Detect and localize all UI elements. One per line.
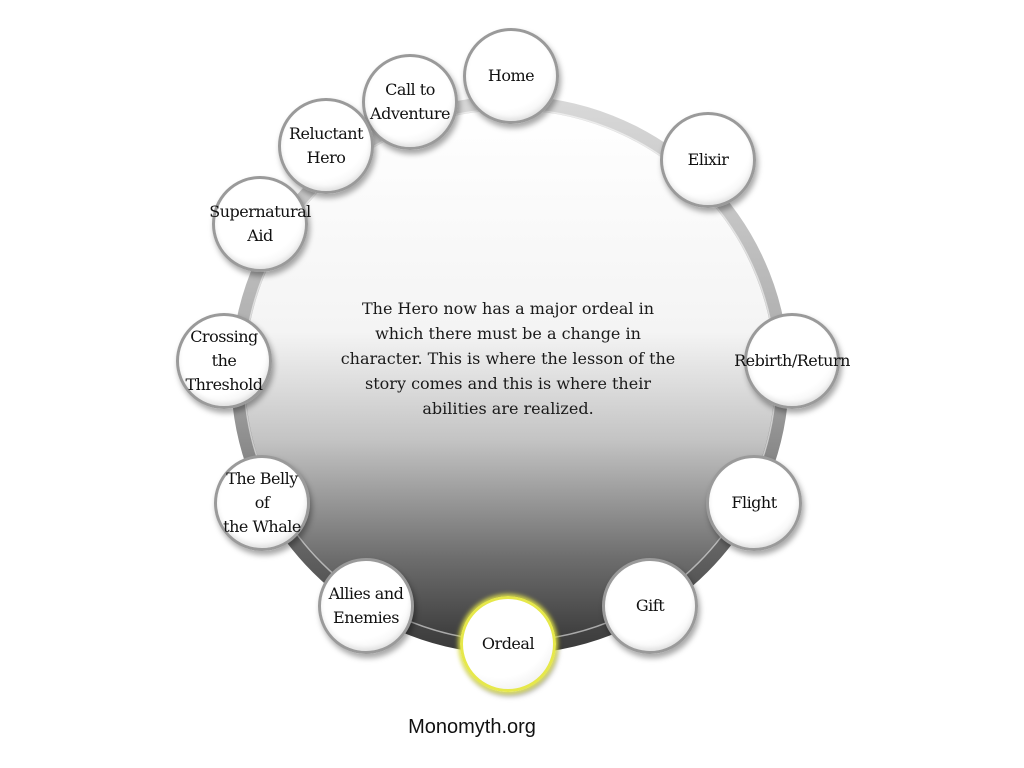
- stage-node-ordeal[interactable]: Ordeal: [460, 596, 556, 692]
- stage-label: Reluctant Hero: [288, 124, 364, 167]
- stage-node-reluctant-hero[interactable]: Reluctant Hero: [278, 98, 374, 194]
- stage-label: Ordeal: [481, 634, 535, 653]
- stage-label: Crossing the Threshold: [185, 327, 263, 394]
- stage-node-crossing-the-threshold[interactable]: Crossing the Threshold: [176, 313, 272, 409]
- stage-node-home[interactable]: Home: [463, 28, 559, 124]
- stage-node-elixir[interactable]: Elixir: [660, 112, 756, 208]
- stage-label: Flight: [731, 493, 777, 512]
- stage-node-rebirth-return[interactable]: Rebirth/Return: [734, 313, 850, 409]
- stage-description: The Hero now has a major ordeal in which…: [340, 299, 676, 418]
- stage-label: Home: [487, 66, 535, 85]
- source-caption: Monomyth.org: [408, 716, 536, 738]
- stage-node-gift[interactable]: Gift: [602, 558, 698, 654]
- stage-label: Gift: [635, 596, 665, 615]
- stage-label: Elixir: [687, 150, 729, 169]
- wheel-disc: [242, 107, 778, 643]
- stage-label: Supernatural Aid: [209, 202, 311, 245]
- stage-label: The Belly of the Whale: [223, 469, 301, 536]
- stage-node-allies-and-enemies[interactable]: Allies and Enemies: [318, 558, 414, 654]
- stage-node-call-to-adventure[interactable]: Call to Adventure: [362, 54, 458, 150]
- stage-label: Allies and Enemies: [328, 584, 404, 627]
- stage-node-supernatural-aid[interactable]: Supernatural Aid: [209, 176, 311, 272]
- stage-label: Rebirth/Return: [734, 351, 850, 370]
- stage-node-flight[interactable]: Flight: [706, 455, 802, 551]
- stage-node-belly-of-the-whale[interactable]: The Belly of the Whale: [214, 455, 310, 551]
- stage-label: Call to Adventure: [370, 80, 450, 123]
